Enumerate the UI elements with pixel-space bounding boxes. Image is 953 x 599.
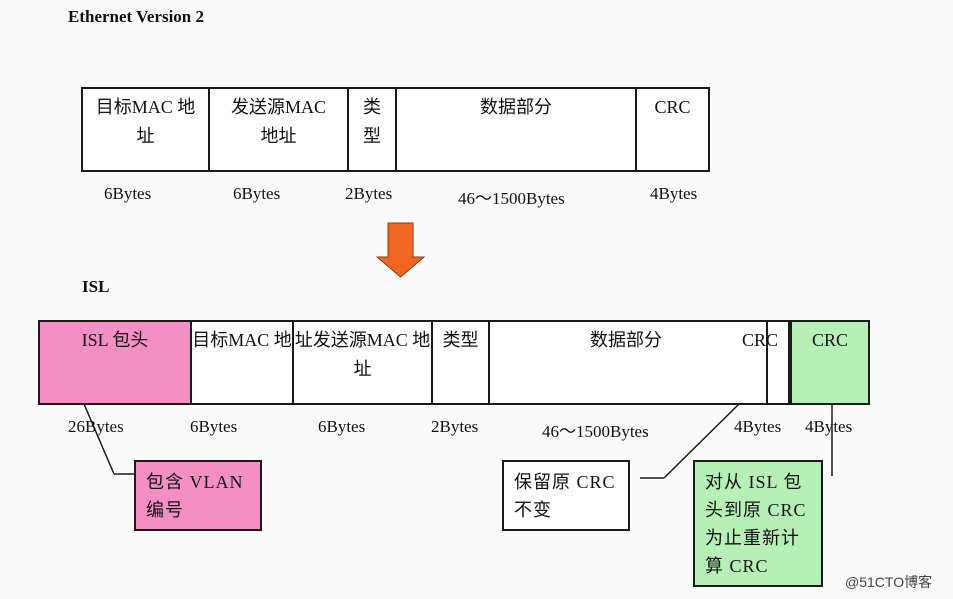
isl-title: ISL [82,277,110,296]
isl-size-data: 46～1500Bytes [542,422,649,441]
down-arrow-icon [375,222,426,278]
note-recalc-crc: 对从 ISL 包 头到原 CRC 为止重新计 算 CRC [693,460,823,587]
isl-size-dest-mac: 6Bytes [190,417,238,436]
ethernet-size-data: 46～1500Bytes [458,189,565,208]
ethernet-field-type: 类 型 [349,89,397,170]
isl-field-data: 数据部分 [490,322,768,403]
ethernet-title: Ethernet Version 2 [68,7,204,26]
ethernet-size-type: 2Bytes [345,184,393,203]
ethernet-frame: 目标MAC 地 址 发送源MAC 地址 类 型 数据部分 CRC [81,87,710,172]
note-keep-crc: 保留原 CRC 不变 [502,460,630,531]
isl-field-type: 类型 [433,322,490,403]
ethernet-size-crc: 4Bytes [650,184,698,203]
isl-size-new-crc: 4Bytes [805,417,853,436]
ethernet-size-src-mac: 6Bytes [233,184,281,203]
connector-keep-crc [663,403,740,479]
isl-size-header: 26Bytes [68,417,124,436]
isl-field-dest-mac: 目标MAC 地 [192,322,294,403]
isl-frame: ISL 包头 目标MAC 地 址发送源MAC 地 址 类型 数据部分 CRC C… [38,320,870,405]
connector-vlan [83,403,115,475]
ethernet-field-crc: CRC [654,97,691,117]
isl-size-orig-crc: 4Bytes [734,417,782,436]
isl-field-new-crc: CRC [790,322,868,403]
ethernet-field-data: 数据部分 [397,89,637,170]
isl-field-orig-crc-label: CRC [741,330,779,350]
ethernet-field-src-mac: 发送源MAC 地址 [210,89,349,170]
note-vlan: 包含 VLAN 编号 [134,460,262,531]
ethernet-size-dest-mac: 6Bytes [104,184,152,203]
ethernet-field-dest-mac: 目标MAC 地 址 [83,89,210,170]
watermark: @51CTO博客 [845,574,933,590]
isl-field-src-mac: 址发送源MAC 地 址 [294,322,433,403]
isl-field-header: ISL 包头 [40,322,192,403]
isl-size-src-mac: 6Bytes [318,417,366,436]
isl-field-orig-crc [768,322,790,403]
isl-size-type: 2Bytes [431,417,479,436]
